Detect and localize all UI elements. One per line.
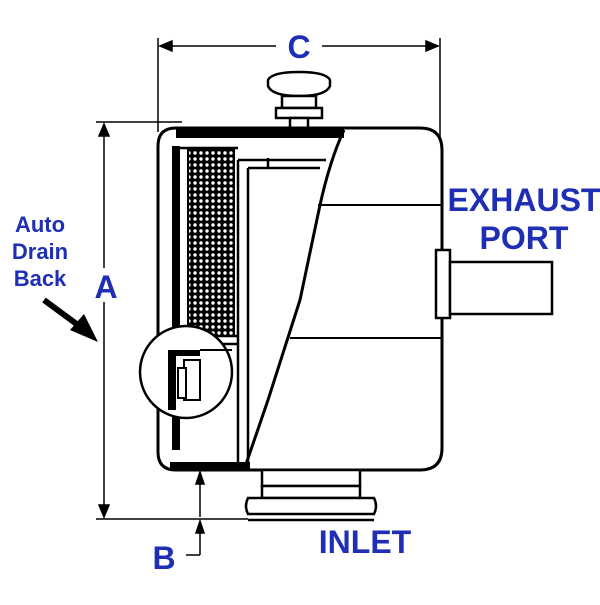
filter-mesh-element	[187, 149, 235, 337]
inlet-flange	[244, 468, 378, 522]
auto-drain-back-label-line3: Back	[14, 266, 67, 291]
dimension-a	[96, 121, 248, 520]
cutaway-edge	[242, 129, 346, 471]
dimension-b-label: B	[152, 540, 175, 576]
exhaust-port-label-line1: EXHAUST	[448, 182, 600, 218]
auto-drain-back-label-line1: Auto	[15, 212, 65, 237]
exhaust-port-label-line2: PORT	[480, 220, 569, 256]
auto-drain-back-arrow	[42, 297, 98, 342]
inner-wall	[172, 146, 180, 450]
inlet-label: INLET	[319, 524, 412, 560]
auto-drain-back-label-line2: Drain	[12, 239, 68, 264]
dimension-c-label: C	[287, 29, 310, 65]
exhaust-port	[434, 248, 554, 320]
top-plate	[176, 128, 344, 138]
dimension-a-label: A	[94, 269, 117, 305]
drain-detail-circle	[138, 324, 234, 420]
dimension-b	[186, 469, 244, 556]
